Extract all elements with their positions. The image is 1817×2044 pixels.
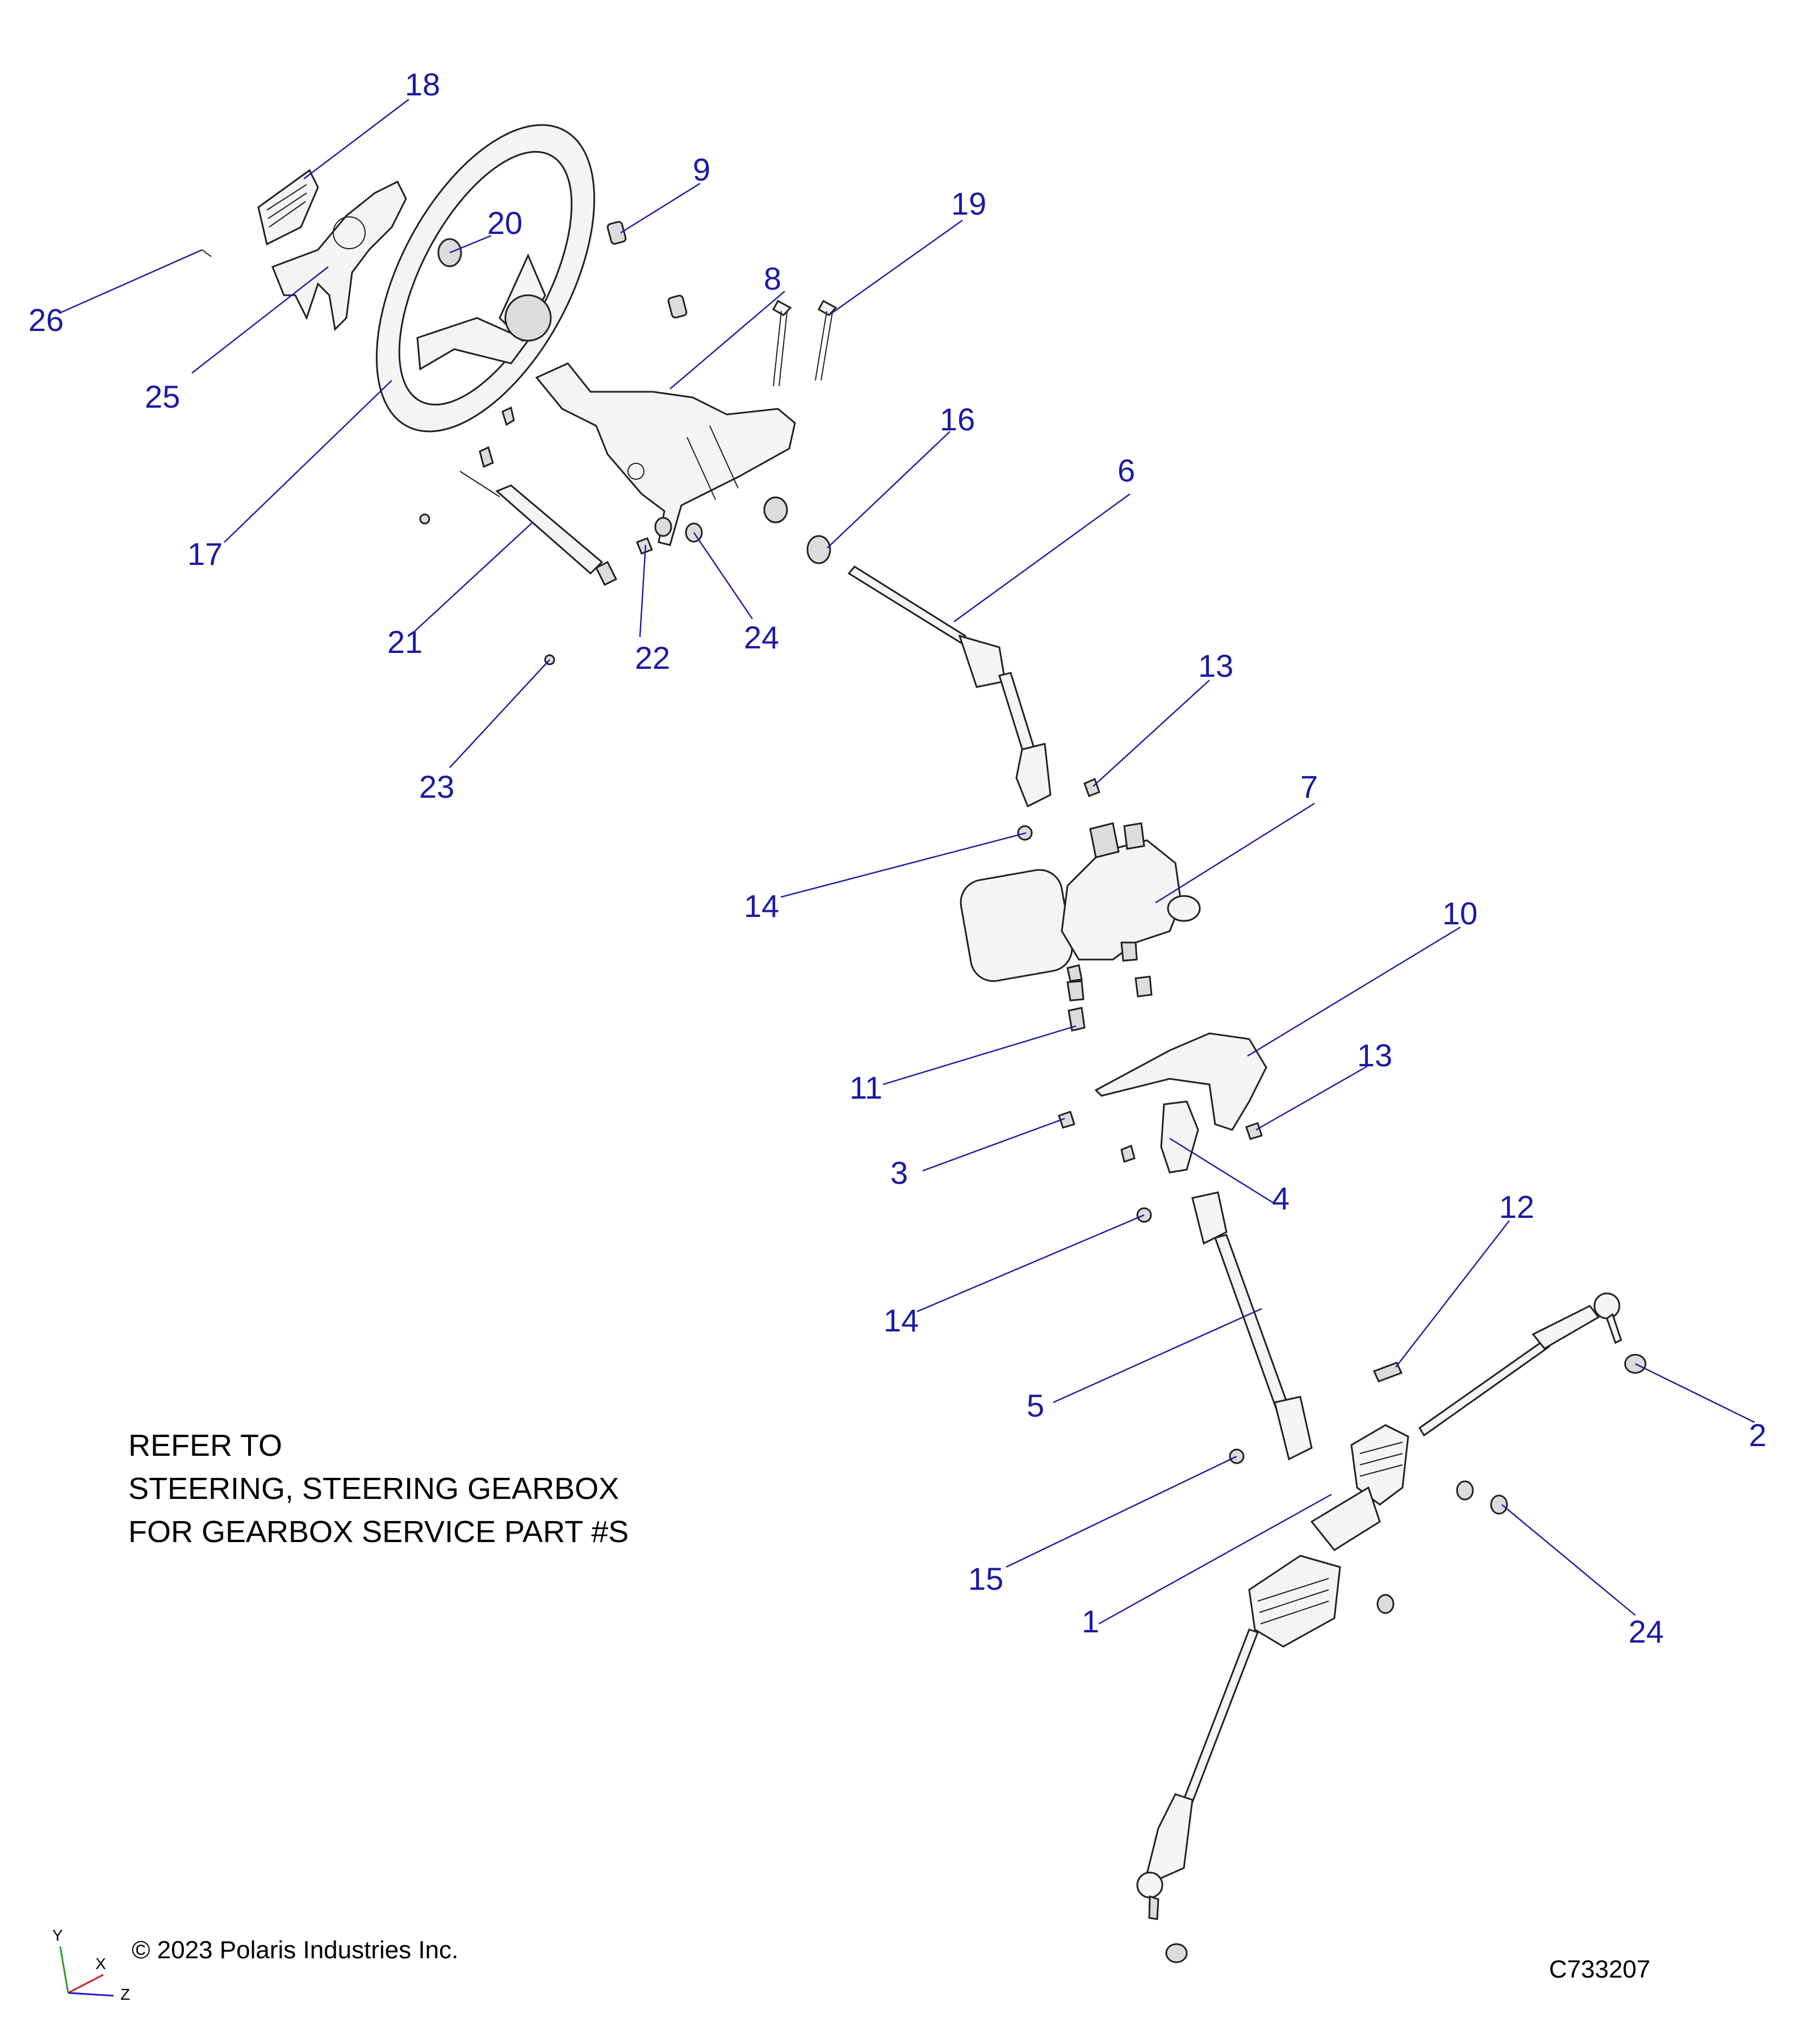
bolt-part [1372, 1362, 1403, 1383]
callout-6: 6 [1117, 453, 1135, 488]
bolt-part [1066, 964, 1083, 982]
callout-2: 2 [1749, 1417, 1766, 1453]
nut-part [1376, 1594, 1395, 1614]
copyright-text: © 2023 Polaris Industries Inc. [132, 1936, 459, 1964]
callout-23: 23 [419, 769, 454, 805]
bushing-part [606, 221, 627, 245]
callout-11: 11 [849, 1070, 882, 1105]
callout-4: 4 [1272, 1180, 1290, 1216]
gearbox-reference-note: REFER TO STEERING, STEERING GEARBOX FOR … [128, 1424, 629, 1553]
ball-stud-part [419, 513, 430, 525]
axis-triad: Y X Z [52, 1926, 130, 2003]
power-steering-unit-part [960, 822, 1201, 982]
bolt-part [1058, 1111, 1075, 1129]
bolt-part [636, 537, 653, 555]
steering-rack-part [1136, 1292, 1622, 1920]
callout-7: 7 [1300, 769, 1318, 805]
callout-10: 10 [1442, 895, 1477, 931]
callout-12: 12 [1499, 1189, 1534, 1225]
callout-5: 5 [1027, 1388, 1044, 1423]
callout-24-upper: 24 [744, 619, 779, 655]
long-bolts-part [772, 299, 838, 387]
note-line-1: REFER TO [128, 1429, 283, 1463]
callout-24-lower: 24 [1628, 1614, 1664, 1649]
drawing-number: C733207 [1549, 1955, 1651, 1983]
column-bracket-part [535, 362, 796, 546]
callout-13-lower: 13 [1357, 1037, 1392, 1073]
mount-bracket-part [1094, 1032, 1267, 1131]
callout-17: 17 [187, 536, 223, 572]
axis-y-label: Y [52, 1926, 63, 1944]
callout-21: 21 [387, 624, 422, 660]
screw-part [479, 446, 494, 468]
callout-25: 25 [145, 379, 180, 414]
callout-22: 22 [635, 640, 670, 676]
horn-pad-part [257, 169, 319, 246]
bolt-part [1245, 1122, 1263, 1140]
callout-20: 20 [487, 205, 522, 241]
callout-1: 1 [1082, 1603, 1099, 1639]
upper-steering-shaft-part [847, 566, 1052, 808]
bolt-part [1066, 980, 1085, 1002]
callout-15: 15 [968, 1561, 1003, 1597]
nut-part [654, 517, 672, 537]
axis-z-label: Z [120, 1986, 130, 2003]
bolt-part [1083, 777, 1100, 797]
lower-shaft-part [1191, 1191, 1313, 1461]
note-line-3: FOR GEARBOX SERVICE PART #S [128, 1515, 629, 1549]
pin-part [202, 249, 212, 257]
parts-line-art [202, 124, 1647, 1963]
callout-16: 16 [940, 401, 975, 437]
callout-18: 18 [405, 66, 440, 102]
callout-14-upper: 14 [744, 888, 779, 924]
leader-lines [61, 99, 1755, 1625]
callout-19: 19 [951, 186, 986, 221]
callout-26: 26 [28, 302, 64, 338]
screw-part [501, 406, 515, 426]
callout-14-lower: 14 [884, 1302, 919, 1338]
bolt-part [1067, 1007, 1086, 1032]
bushing-part [667, 295, 688, 319]
bolt-part [1120, 1144, 1136, 1163]
axis-x-label: X [95, 1955, 106, 1972]
bushing-large-part [763, 496, 788, 523]
callout-8: 8 [764, 261, 781, 296]
gas-strut-part [459, 471, 618, 587]
shield-part [1160, 1100, 1199, 1174]
nut-part [1490, 1494, 1508, 1515]
hub-adapter-part [271, 180, 407, 332]
callouts: 1 2 3 4 5 6 7 8 9 10 11 12 13 13 14 14 1… [28, 66, 1766, 1649]
bushing-large-part [806, 535, 831, 564]
steering-wheel-part [375, 124, 596, 433]
note-line-2: STEERING, STEERING GEARBOX [128, 1472, 619, 1506]
callout-13-upper: 13 [1198, 648, 1233, 684]
callout-9: 9 [693, 152, 710, 187]
callout-3: 3 [890, 1155, 908, 1191]
nut-part [1165, 1943, 1188, 1963]
nut-part [1456, 1480, 1474, 1501]
bolt-part [1134, 975, 1153, 998]
